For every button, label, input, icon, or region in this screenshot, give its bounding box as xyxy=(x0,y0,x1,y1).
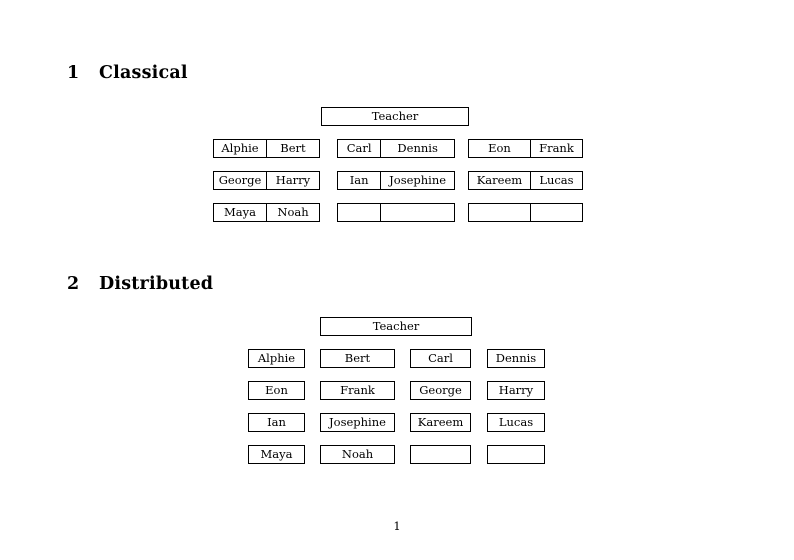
distributed-cell[interactable]: Alphie xyxy=(248,349,305,368)
distributed-cell[interactable]: Dennis xyxy=(487,349,545,368)
distributed-cell[interactable]: Ian xyxy=(248,413,305,432)
classical-cell[interactable]: Harry xyxy=(266,172,319,189)
section-heading-classical: 1 Classical xyxy=(67,63,188,83)
distributed-cell[interactable]: Carl xyxy=(410,349,471,368)
section-heading-distributed: 2 Distributed xyxy=(67,274,213,294)
distributed-teacher-box[interactable]: Teacher xyxy=(320,317,472,336)
classical-cell[interactable] xyxy=(469,204,530,221)
classical-cell[interactable]: Noah xyxy=(266,204,319,221)
section-number-1: 1 xyxy=(67,63,80,83)
classical-teacher-box[interactable]: Teacher xyxy=(321,107,469,126)
classical-group-1-row-3[interactable]: Maya Noah xyxy=(213,203,320,222)
distributed-cell[interactable]: George xyxy=(410,381,471,400)
classical-cell[interactable]: Alphie xyxy=(221,141,259,155)
classical-group-2-row-2[interactable]: Ian Josephine xyxy=(337,171,455,190)
distributed-cell[interactable] xyxy=(410,445,471,464)
classical-cell[interactable]: Bert xyxy=(266,140,319,157)
classical-group-2-row-3[interactable] xyxy=(337,203,455,222)
classical-group-1-row-1[interactable]: Alphie Bert xyxy=(213,139,320,158)
distributed-cell[interactable]: Frank xyxy=(320,381,395,400)
distributed-cell[interactable]: Maya xyxy=(248,445,305,464)
classical-cell[interactable]: Lucas xyxy=(529,172,582,189)
classical-cell[interactable]: Frank xyxy=(529,140,582,157)
section-number-2: 2 xyxy=(67,274,80,294)
classical-cell[interactable]: Kareem xyxy=(476,173,523,187)
classical-cell[interactable]: Ian xyxy=(349,173,369,187)
page-number: 1 xyxy=(393,519,401,533)
classical-cell[interactable]: Josephine xyxy=(380,172,454,189)
section-title-1: Classical xyxy=(99,63,188,83)
classical-group-3-row-2[interactable]: Kareem Lucas xyxy=(468,171,583,190)
classical-cell[interactable] xyxy=(380,204,454,221)
classical-group-2-row-1[interactable]: Carl Dennis xyxy=(337,139,455,158)
classical-cell[interactable]: Dennis xyxy=(380,140,454,157)
distributed-cell[interactable]: Noah xyxy=(320,445,395,464)
classical-cell[interactable]: Eon xyxy=(488,141,511,155)
distributed-cell[interactable]: Josephine xyxy=(320,413,395,432)
classical-group-1-row-2[interactable]: George Harry xyxy=(213,171,320,190)
classical-cell[interactable] xyxy=(338,204,380,221)
distributed-cell[interactable]: Lucas xyxy=(487,413,545,432)
classical-cell[interactable] xyxy=(529,204,582,221)
classical-cell[interactable]: George xyxy=(218,173,262,187)
classical-group-3-row-1[interactable]: Eon Frank xyxy=(468,139,583,158)
distributed-cell[interactable]: Kareem xyxy=(410,413,471,432)
distributed-cell[interactable] xyxy=(487,445,545,464)
distributed-cell[interactable]: Eon xyxy=(248,381,305,400)
distributed-cell[interactable]: Harry xyxy=(487,381,545,400)
distributed-cell[interactable]: Bert xyxy=(320,349,395,368)
classical-cell[interactable]: Maya xyxy=(224,205,256,219)
classical-group-3-row-3[interactable] xyxy=(468,203,583,222)
classical-cell[interactable]: Carl xyxy=(346,141,372,155)
section-title-2: Distributed xyxy=(99,274,214,294)
